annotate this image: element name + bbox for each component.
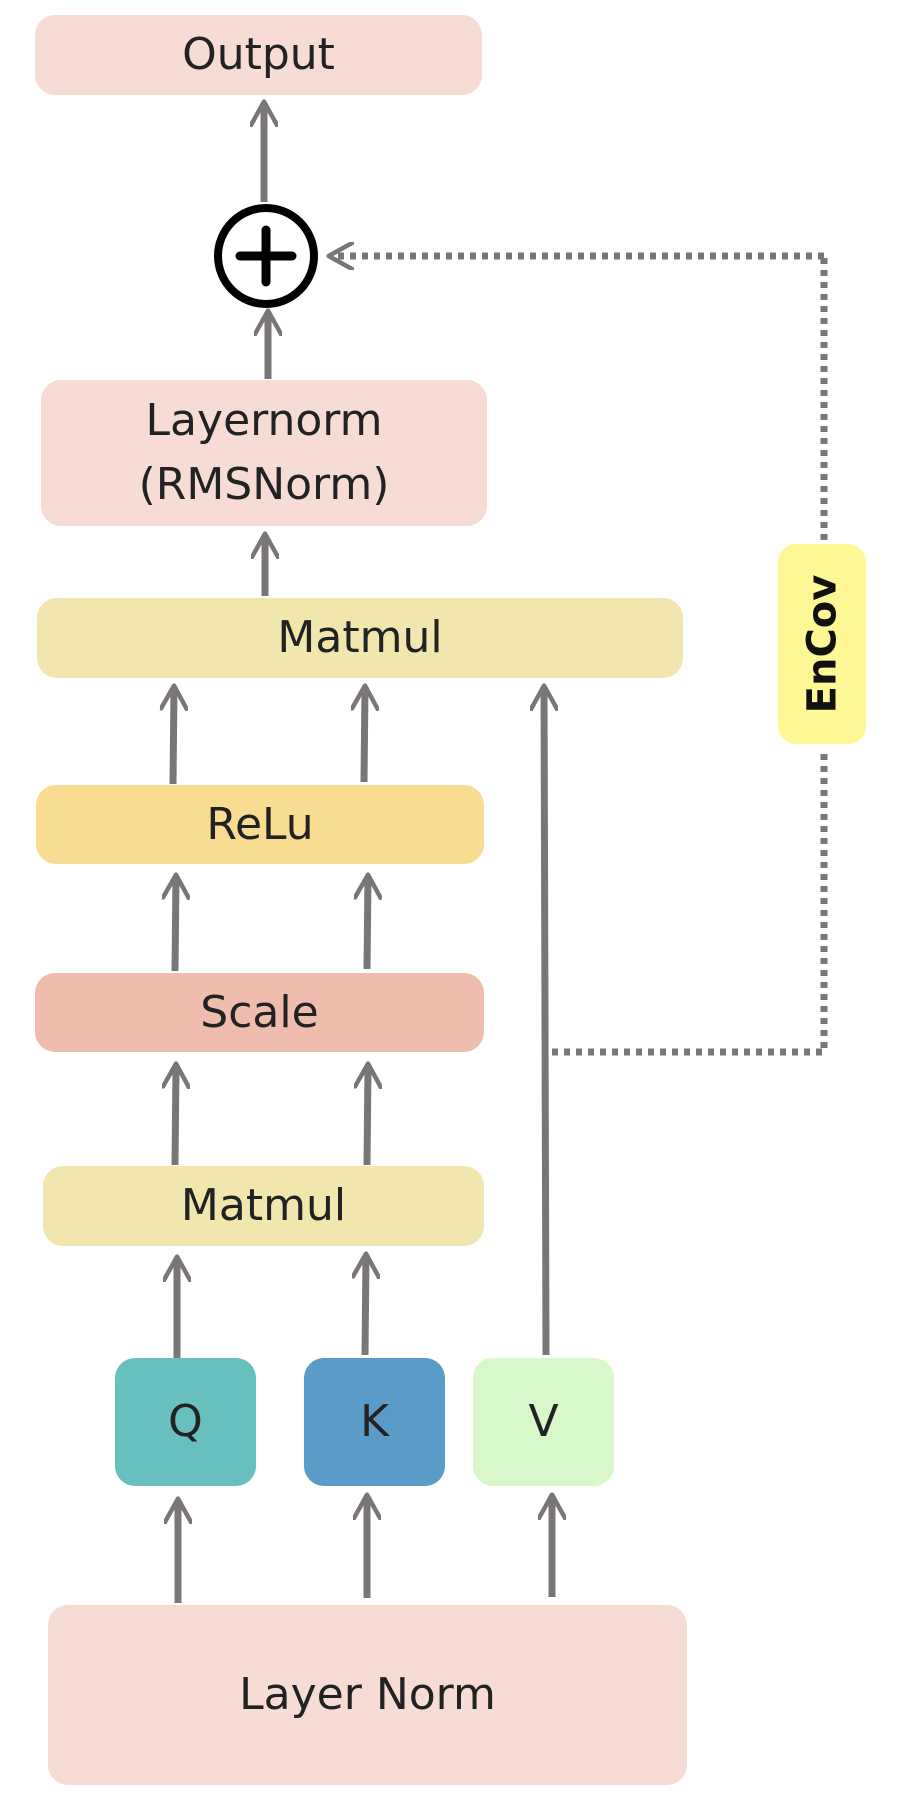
key-box: K (304, 1358, 445, 1486)
arrow-matmul-to-scale-right (367, 1065, 368, 1166)
relu-box: ReLu (36, 785, 484, 864)
query-label: Q (168, 1396, 203, 1448)
skip-connection-lower (552, 748, 828, 1056)
arrow-k-to-matmul (365, 1255, 366, 1356)
query-box: Q (115, 1358, 256, 1486)
layernorm-rmsnorm-label-line1: Layernorm (145, 395, 383, 447)
layer-norm-input-box: Layer Norm (48, 1605, 687, 1785)
matmul-top-label: Matmul (277, 612, 443, 664)
arrow-scale-to-relu-left (175, 876, 176, 972)
arrow-matmul-to-scale-left (175, 1065, 176, 1166)
arrow-scale-to-relu-right (367, 876, 368, 970)
scale-box: Scale (35, 973, 484, 1052)
encov-box: EnCov (778, 544, 866, 744)
layer-norm-input-label: Layer Norm (239, 1669, 496, 1721)
arrow-relu-to-matmul-left (173, 687, 174, 785)
layernorm-rmsnorm-box: Layernorm (RMSNorm) (41, 380, 487, 526)
arrow-v-to-matmul (544, 687, 546, 1356)
output-label: Output (182, 29, 335, 81)
output-box: Output (35, 15, 482, 95)
matmul-bottom-box: Matmul (43, 1166, 484, 1246)
encov-label: EnCov (799, 574, 845, 714)
matmul-top-box: Matmul (37, 598, 683, 678)
value-label: V (528, 1396, 559, 1448)
key-label: K (360, 1396, 389, 1448)
scale-label: Scale (200, 986, 319, 1038)
layernorm-rmsnorm-label-line2: (RMSNorm) (138, 459, 390, 510)
arrow-relu-to-matmul-right (364, 687, 365, 783)
matmul-bottom-label: Matmul (180, 1180, 347, 1232)
relu-label: ReLu (206, 798, 314, 850)
add-node (214, 204, 318, 308)
value-box: V (473, 1358, 614, 1486)
